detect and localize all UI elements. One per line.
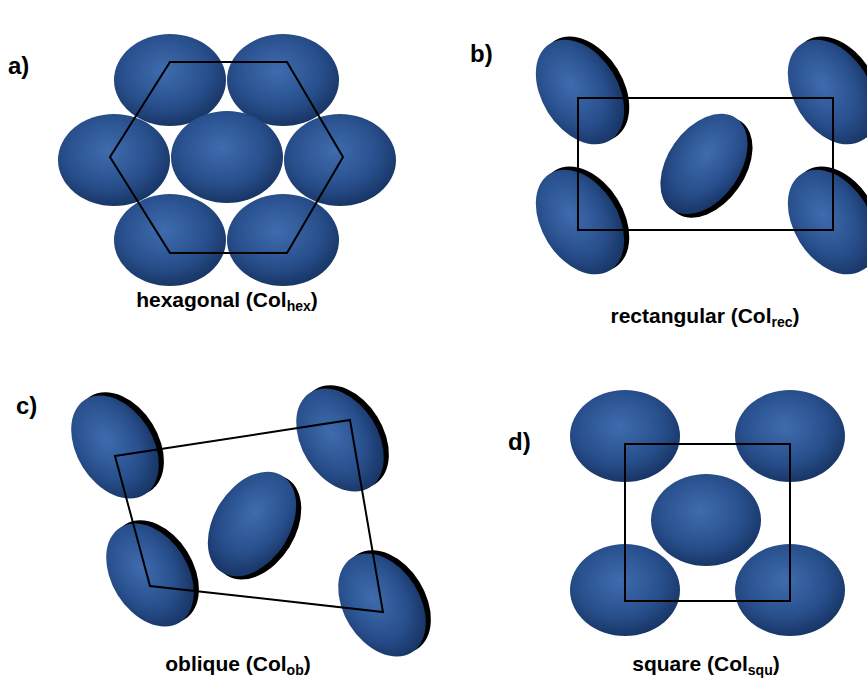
phase-caption: oblique (Colob) [165, 652, 310, 678]
phase-name: ) [773, 652, 780, 675]
panel-letter: a) [8, 52, 29, 80]
square-cell [625, 444, 790, 601]
phase-subscript: squ [748, 662, 773, 678]
hexagon-cell [110, 62, 343, 253]
rectangular-discs [518, 20, 867, 290]
phase-caption: square (Colsqu) [632, 652, 779, 678]
phase-name: square (Col [632, 652, 748, 675]
oblique-discs [53, 369, 449, 672]
panel-letter: c) [16, 392, 37, 420]
phase-name: hexagonal (Col [136, 288, 287, 311]
panel-letter: b) [470, 40, 493, 68]
square-discs [570, 390, 845, 636]
phase-subscript: ob [287, 662, 304, 678]
oblique-cell [115, 420, 383, 612]
phase-caption: rectangular (Colrec) [610, 304, 799, 330]
phase-subscript: hex [287, 298, 311, 314]
phase-name: oblique (Col [165, 652, 286, 675]
phase-subscript: rec [772, 314, 793, 330]
phase-caption: hexagonal (Colhex) [136, 288, 318, 314]
phase-name: ) [311, 288, 318, 311]
phase-name: ) [793, 304, 800, 327]
rectangular-cell [578, 98, 833, 230]
phase-name: rectangular (Col [610, 304, 771, 327]
panel-letter: d) [508, 428, 531, 456]
hexagonal-discs [58, 34, 396, 286]
phase-name: ) [304, 652, 311, 675]
